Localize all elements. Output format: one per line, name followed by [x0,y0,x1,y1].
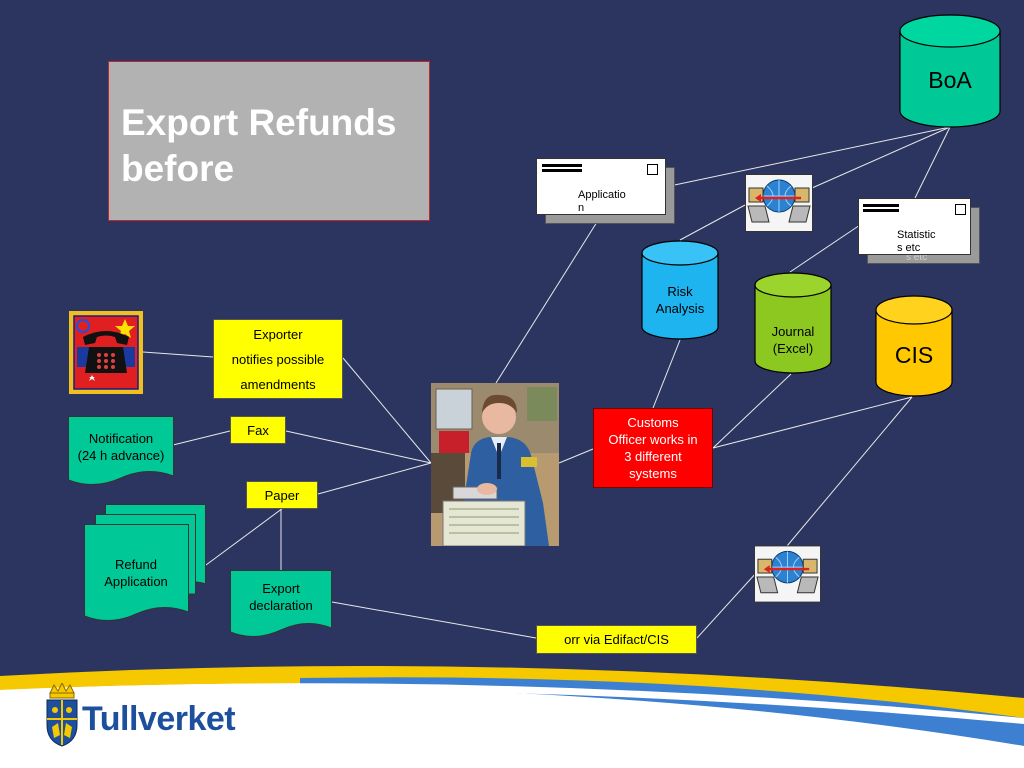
journal-database: Journal (Excel) [753,271,833,375]
refund-application-document: Refund Application [84,504,208,628]
document-bar [863,209,899,212]
telephone-icon [69,311,143,394]
document-bar [542,169,582,172]
wave-document-shape [230,570,332,637]
document-bar [863,204,899,207]
journal-label: Journal (Excel) [771,324,815,356]
customs-officer-box: Customs Officer works in 3 different sys… [593,408,713,488]
statistics-document: Statistic s etc [858,198,971,255]
notification-document: Notification (24 h advance) [68,416,174,488]
document-bar [542,164,582,167]
paper-box: Paper [246,481,318,509]
export-declaration-document: Export declaration [230,570,332,640]
checkbox-icon [647,164,658,175]
network-exchange-icon [754,545,821,603]
statistics-label: Statistic s etc [897,229,936,254]
boa-label: BoA [928,67,972,93]
cis-database: CIS [874,294,954,398]
exporter-notifies-box: Exporter notifies possible amendments [213,319,343,399]
officer-photo [431,383,559,547]
database-cylinder-icon [875,295,953,397]
tullverket-crest-icon [44,681,80,747]
export-declaration-label: Export declaration [249,581,313,613]
brand-name: Tullverket [82,700,236,738]
fax-box: Fax [230,416,286,444]
network-exchange-icon [745,174,813,232]
database-cylinder-icon [899,14,1001,128]
boa-database: BoA [898,13,1002,129]
wave-document-shape [68,416,174,485]
bottom-swoosh-band [0,665,1024,768]
title-box: Export Refunds before [108,61,430,221]
database-cylinder-icon [754,272,832,374]
multi-document-shape [84,504,206,621]
notification-label: Notification (24 h advance) [77,431,165,463]
application-label: Applicatio n [578,189,626,214]
edifact-box: orr via Edifact/CIS [536,625,697,654]
statistics-shadow-label: s etc [906,252,928,263]
checkbox-icon [955,204,966,215]
refund-application-label: Refund Application [104,557,168,589]
application-document: Applicatio n [536,158,666,215]
database-cylinder-icon [641,240,719,340]
risk-analysis-database: Risk Analysis [640,239,720,341]
slide-title: Export Refunds before [121,102,397,189]
risk-analysis-label: Risk Analysis [655,284,705,316]
cis-label: CIS [894,342,934,368]
